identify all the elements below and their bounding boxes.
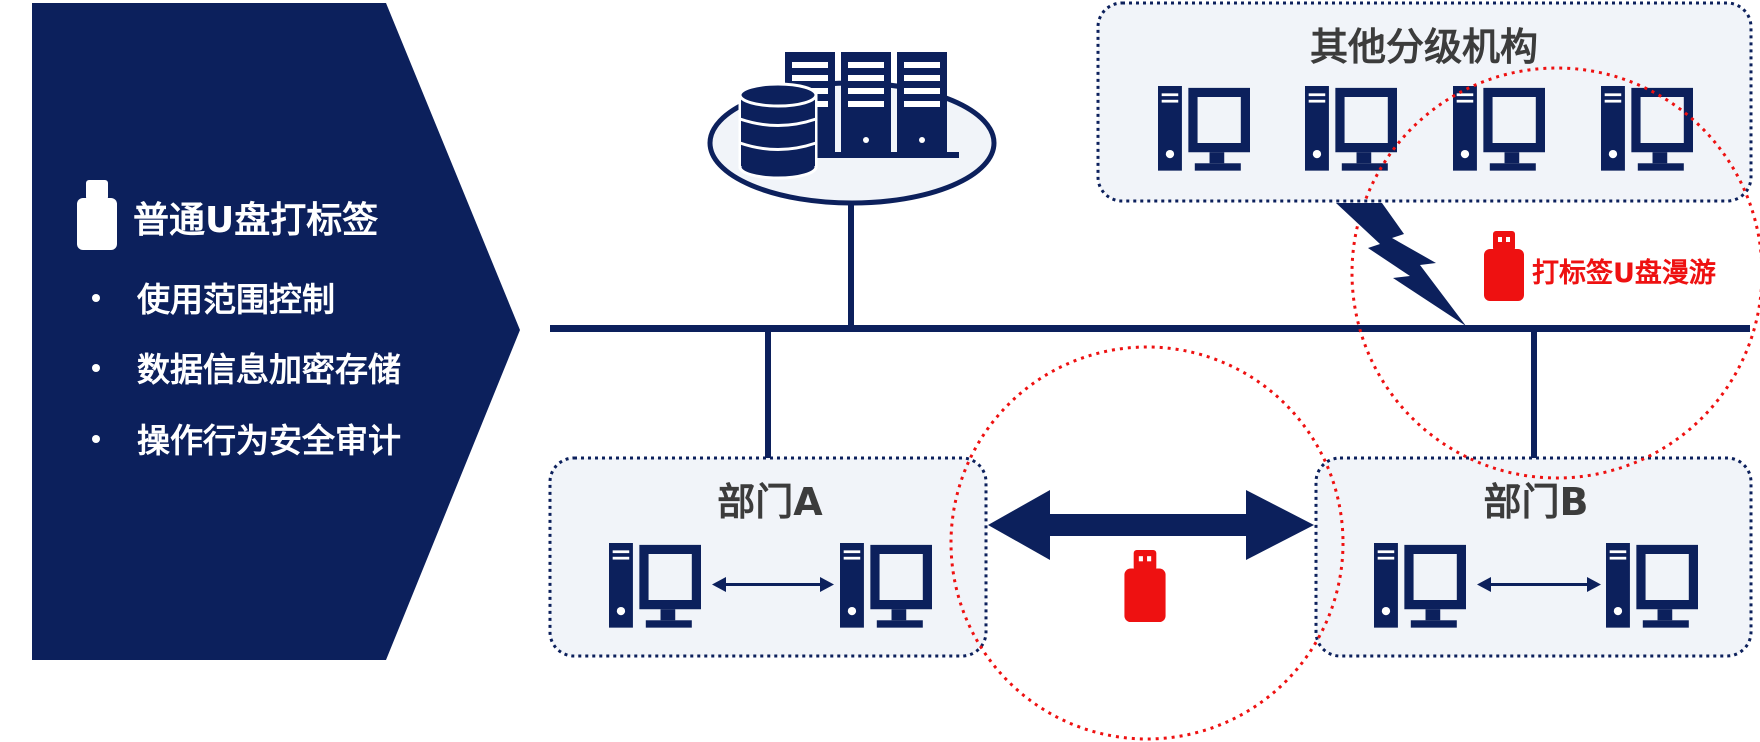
red-usb-drive-icon bbox=[1484, 231, 1524, 301]
double-arrow-icon bbox=[988, 490, 1314, 560]
roaming-label: 打标签U盘漫游 bbox=[1532, 257, 1716, 289]
server-link bbox=[848, 204, 854, 328]
roaming-zone-circle bbox=[1350, 66, 1760, 480]
network-bus bbox=[550, 325, 1750, 332]
dept-b-link bbox=[1531, 330, 1537, 458]
transfer-group bbox=[949, 345, 1345, 741]
other-org-box bbox=[1096, 1, 1753, 203]
dept-a-group: 部门A bbox=[548, 456, 988, 658]
bullet-dot bbox=[92, 364, 100, 372]
dept-b-label: 部门B bbox=[1484, 480, 1589, 524]
dept-b-group: 部门B bbox=[1314, 456, 1753, 658]
dept-a-link bbox=[765, 330, 771, 458]
panel-title: 普通U盘打标签 bbox=[133, 199, 378, 241]
lightning-bolt-icon bbox=[1336, 203, 1466, 326]
feature-usage-scope: 使用范围控制 bbox=[137, 280, 335, 319]
feature-encrypted-storage: 数据信息加密存储 bbox=[137, 350, 401, 389]
link-arrow bbox=[712, 577, 834, 592]
dept-a-label: 部门A bbox=[717, 480, 823, 524]
network-lines bbox=[550, 204, 1750, 458]
roaming-group: 打标签U盘漫游 bbox=[1336, 66, 1760, 480]
red-usb-drive-icon bbox=[1124, 550, 1166, 622]
transfer-zone-circle bbox=[949, 345, 1345, 741]
chevron-shape bbox=[32, 3, 520, 660]
feature-security-audit: 操作行为安全审计 bbox=[137, 421, 401, 460]
bullet-dot bbox=[92, 294, 100, 302]
left-panel: 普通U盘打标签 使用范围控制 数据信息加密存储 操作行为安全审计 bbox=[32, 3, 520, 660]
link-arrow bbox=[1477, 577, 1601, 592]
other-org-group: 其他分级机构 bbox=[1096, 1, 1753, 203]
database-server-icon bbox=[707, 52, 997, 206]
bullet-dot bbox=[92, 435, 100, 443]
other-org-label: 其他分级机构 bbox=[1310, 25, 1538, 69]
